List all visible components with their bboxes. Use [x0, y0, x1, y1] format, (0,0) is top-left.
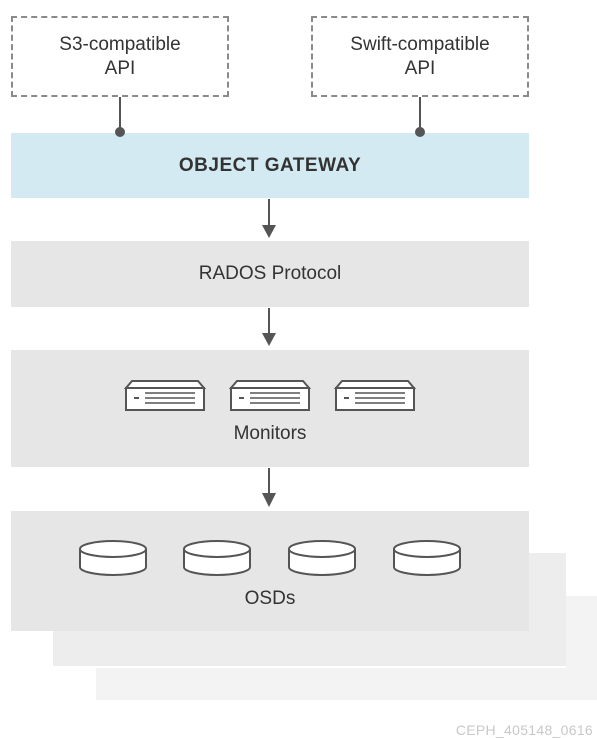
swift-connector: [415, 97, 425, 137]
osd-disk-icon-1: [79, 540, 147, 576]
s3-api-box: S3-compatible API: [11, 16, 229, 97]
rados-protocol-label: RADOS Protocol: [198, 263, 342, 284]
monitor-server-icon-1: [123, 380, 207, 411]
monitor-server-icon-2: [228, 380, 312, 411]
object-gateway-label: OBJECT GATEWAY: [178, 154, 362, 176]
s3-connector: [115, 97, 125, 137]
osd-disk-icon-3: [288, 540, 356, 576]
monitor-server-icon-3: [333, 380, 417, 411]
figure-code: CEPH_405148_0616: [455, 722, 593, 738]
object-gateway-layer: OBJECT GATEWAY: [11, 133, 529, 198]
arrow-monitors-to-osds-icon: [262, 468, 276, 507]
osds-label: OSDs: [244, 588, 296, 609]
arrow-gateway-to-rados-icon: [262, 199, 276, 238]
arrow-rados-to-monitors-icon: [262, 308, 276, 346]
swift-api-box: Swift-compatible API: [311, 16, 529, 97]
rados-protocol-layer: RADOS Protocol: [11, 241, 529, 307]
osd-disk-icon-4: [393, 540, 461, 576]
monitors-label: Monitors: [233, 423, 307, 444]
osd-disk-icon-2: [183, 540, 251, 576]
